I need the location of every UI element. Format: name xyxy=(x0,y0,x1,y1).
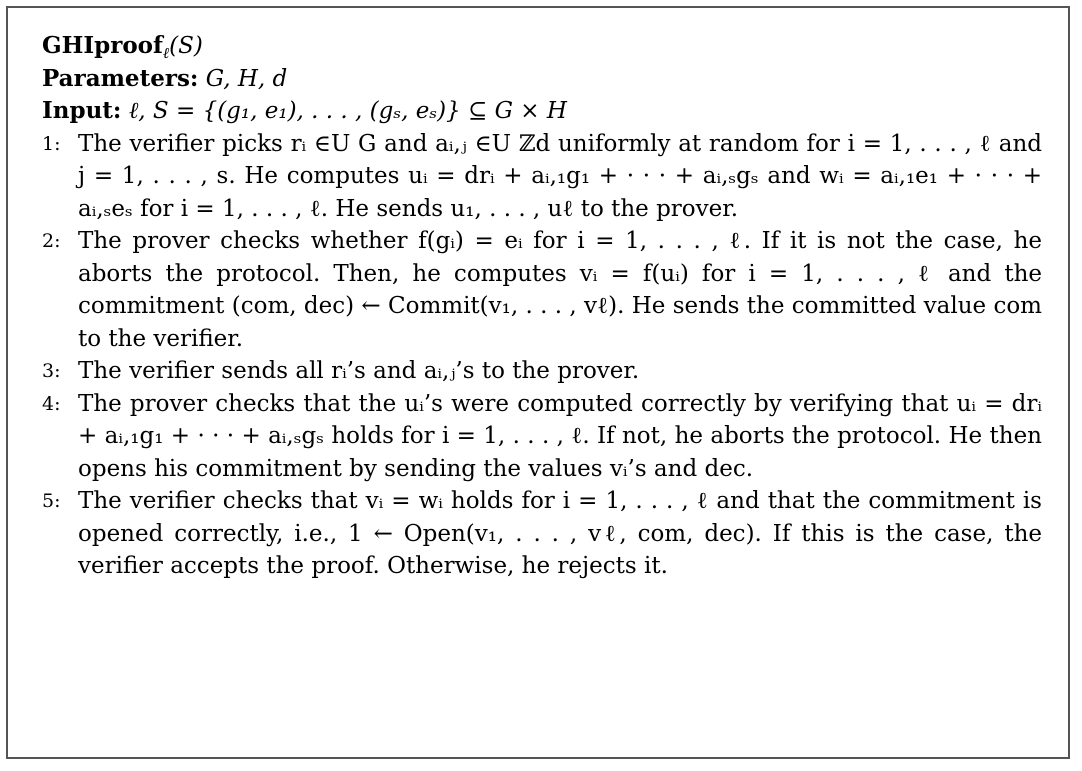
algorithm-name: GHIproof xyxy=(42,32,163,59)
protocol-step: 1: The verifier picks rᵢ ∈U G and aᵢ,ⱼ ∈U… xyxy=(42,128,1042,226)
input-label: Input: xyxy=(42,97,122,124)
step-number: 5: xyxy=(42,490,61,512)
protocol-step: 4: The prover checks that the uᵢ’s were c… xyxy=(42,388,1042,486)
algorithm-subscript: ℓ xyxy=(162,44,170,62)
step-text: The verifier sends all rᵢ’s and aᵢ,ⱼ’s t… xyxy=(78,358,640,384)
algorithm-argument: (S) xyxy=(169,33,203,59)
step-number: 2: xyxy=(42,230,61,252)
algorithm-box: GHIproofℓ(S) Parameters: G, H, d Input: … xyxy=(6,6,1070,759)
protocol-steps: 1: The verifier picks rᵢ ∈U G and aᵢ,ⱼ ∈U… xyxy=(42,128,1042,583)
parameters-line: Parameters: G, H, d xyxy=(42,63,1042,96)
parameters-value: G, H, d xyxy=(205,65,288,92)
input-value: ℓ, S = {(g₁, e₁), . . . , (gₛ, eₛ)} ⊆ G … xyxy=(128,98,567,124)
step-text: The verifier checks that vᵢ = wᵢ holds f… xyxy=(78,488,1042,579)
algorithm-title: GHIproofℓ(S) xyxy=(42,30,1042,63)
step-number: 1: xyxy=(42,132,61,155)
protocol-step: 2: The prover checks whether f(gᵢ) = eᵢ f… xyxy=(42,225,1042,355)
parameters-label: Parameters: xyxy=(42,64,199,92)
protocol-step: 5: The verifier checks that vᵢ = wᵢ holds… xyxy=(42,485,1042,583)
input-line: Input: ℓ, S = {(g₁, e₁), . . . , (gₛ, eₛ… xyxy=(42,95,1042,128)
step-number: 4: xyxy=(42,392,61,415)
step-text: The verifier picks rᵢ ∈U G and aᵢ,ⱼ ∈U ℤ… xyxy=(78,130,1042,222)
step-text: The prover checks that the uᵢ’s were com… xyxy=(78,390,1042,482)
step-text: The prover checks whether f(gᵢ) = eᵢ for… xyxy=(78,228,1042,352)
protocol-step: 3: The verifier sends all rᵢ’s and aᵢ,ⱼ’s… xyxy=(42,355,1042,388)
step-number: 3: xyxy=(42,360,61,382)
